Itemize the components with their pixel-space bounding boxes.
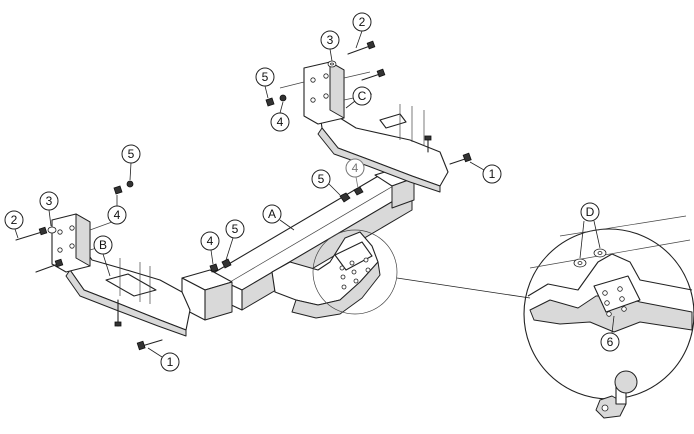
callout-5-left: 5 <box>121 144 141 181</box>
callout-3-left-label: 3 <box>46 194 53 208</box>
mounting-plate-right <box>279 61 373 125</box>
callout-C: C <box>345 86 372 109</box>
callout-A-label: A <box>268 207 276 221</box>
callout-2-left: 2 <box>4 210 24 239</box>
callout-A: A <box>262 204 295 231</box>
callout-1-bottom-label: 1 <box>167 355 174 369</box>
nuts-left <box>113 180 134 195</box>
centre-hitch-bracket <box>271 231 381 319</box>
callout-D-label: D <box>586 205 595 219</box>
bolt-right-side <box>449 152 472 165</box>
nut-beam-right <box>339 186 364 203</box>
callout-2-left-label: 2 <box>11 213 18 227</box>
callout-4-beam: 4 <box>200 231 220 265</box>
callout-1-right-label: 1 <box>489 167 496 181</box>
bolt-top-right-lower <box>361 68 386 81</box>
callout-5-top-label: 5 <box>262 70 269 84</box>
callout-4-left: 4 <box>107 195 127 225</box>
callout-5-mid-label: 5 <box>318 172 325 186</box>
detail-source-circle <box>312 229 398 315</box>
mounting-plate-left <box>51 213 113 273</box>
callout-3-top: 3 <box>320 30 340 62</box>
callout-5-beam-label: 5 <box>232 222 239 236</box>
callout-1-right: 1 <box>469 161 502 184</box>
callout-6-detail-label: 6 <box>607 335 614 349</box>
nut-top-right <box>265 94 287 107</box>
bolt-left-lower <box>35 258 64 273</box>
callout-4-left-label: 4 <box>114 208 121 222</box>
callout-1-bottom: 1 <box>147 347 180 372</box>
callout-4-mid: 4 <box>345 158 365 189</box>
detail-view <box>523 215 694 400</box>
side-bracket-right <box>317 95 449 193</box>
washer-left <box>47 226 57 234</box>
detail-washers <box>573 248 607 268</box>
callout-3-left: 3 <box>39 191 59 227</box>
callout-6-detail: 6 <box>600 315 620 352</box>
callout-5-beam: 5 <box>225 219 245 261</box>
washer-top-right <box>327 60 337 68</box>
callout-4-mid-label: 4 <box>352 161 359 175</box>
callout-C-label: C <box>358 89 367 103</box>
callout-4-top: 4 <box>270 101 290 132</box>
callout-4-beam-label: 4 <box>207 234 214 248</box>
bolt-left-bottom <box>136 339 163 351</box>
callout-D: D <box>579 202 601 259</box>
callout-5-left-label: 5 <box>128 147 135 161</box>
side-bracket-left <box>63 241 191 337</box>
bolt-left-upper <box>15 226 48 241</box>
detail-leader-line <box>396 277 531 299</box>
tow-ball <box>595 370 638 419</box>
callout-5-top: 5 <box>255 67 275 99</box>
callout-B: B <box>93 235 113 277</box>
callout-5-mid: 5 <box>311 169 341 196</box>
callout-B-label: B <box>99 238 107 252</box>
callout-2-top-label: 2 <box>359 15 366 29</box>
callout-3-top-label: 3 <box>327 33 334 47</box>
nuts-beam-left <box>209 258 232 273</box>
callout-2-top: 2 <box>352 12 372 49</box>
callout-4-top-label: 4 <box>277 115 284 129</box>
bolt-top-right-upper <box>347 40 376 55</box>
